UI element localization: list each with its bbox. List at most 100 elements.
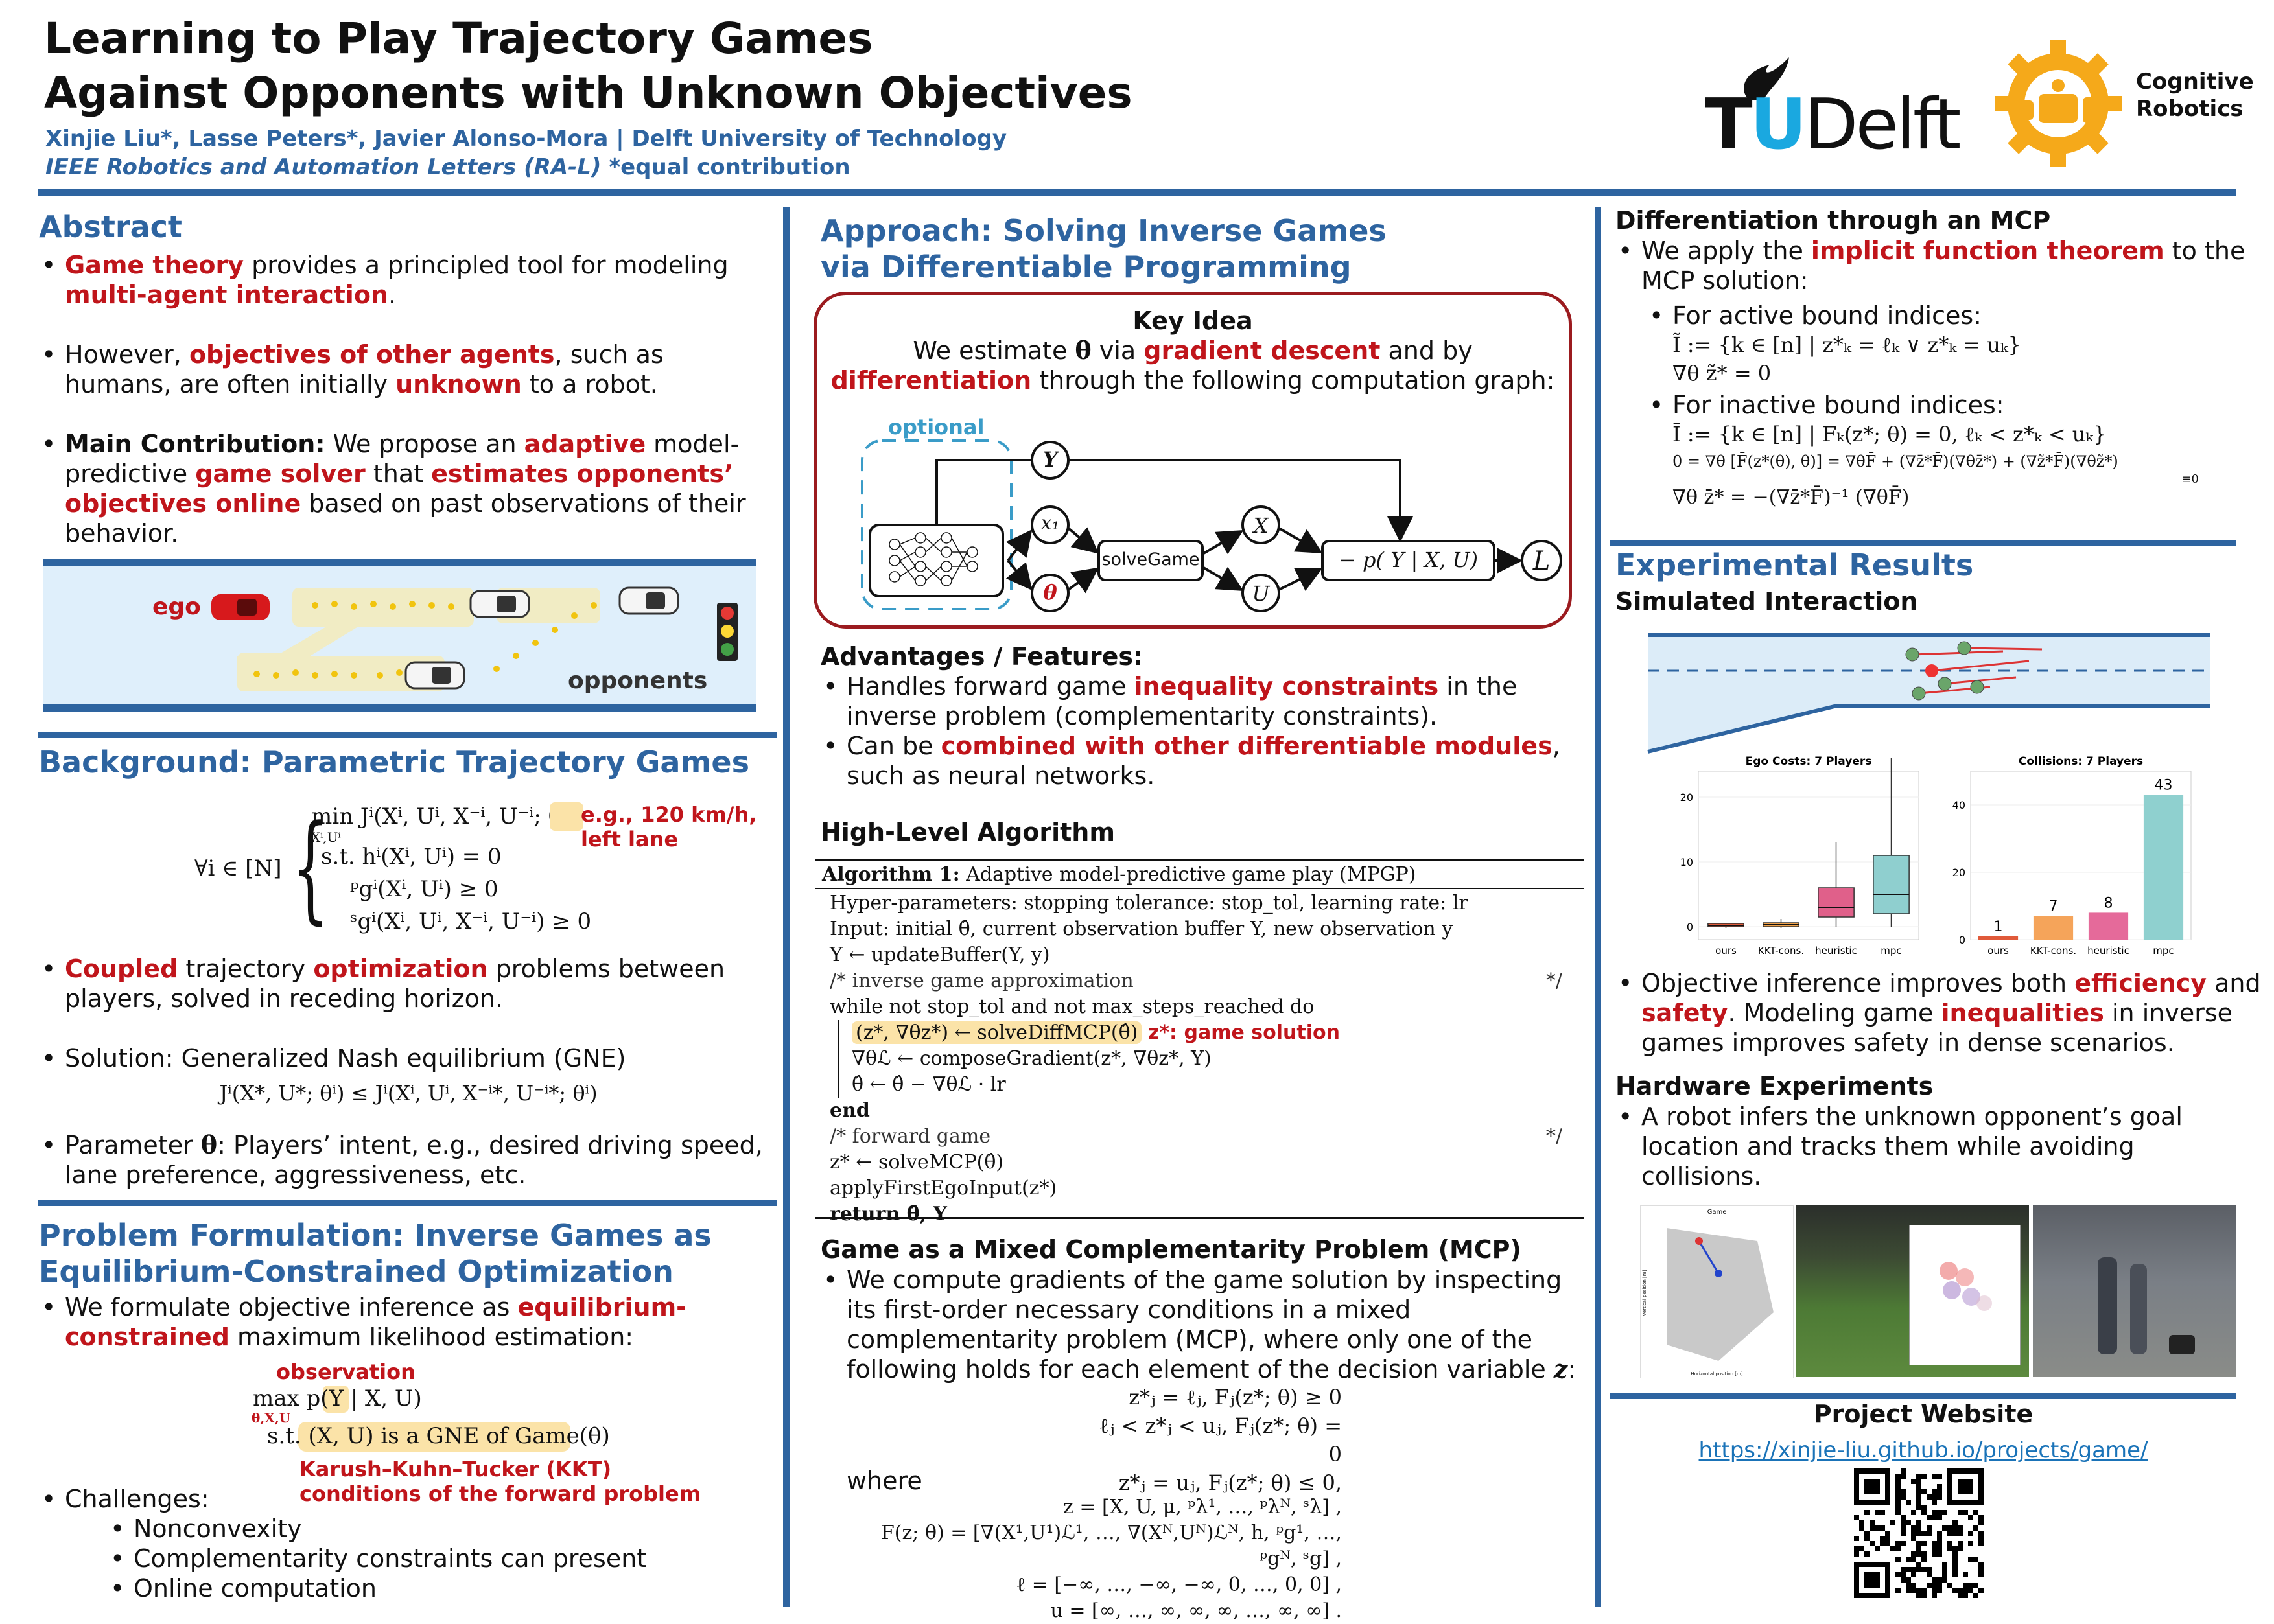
x-tick-label: KKT-cons. <box>2030 945 2076 957</box>
logo-u: U <box>1750 84 1807 165</box>
algo-line-13: return θ̂, Y <box>830 1203 947 1225</box>
mcp-conditions: z*ⱼ = ℓⱼ, Fⱼ(z*; θ) ≥ 0 ℓⱼ < z*ⱼ < uⱼ, F… <box>1089 1383 1342 1497</box>
node-l: L <box>1532 546 1551 576</box>
qr-code-icon[interactable] <box>1854 1468 1984 1598</box>
algo-caption: Algorithm 1: Adaptive model-predictive g… <box>822 863 1416 886</box>
box <box>1818 887 1855 918</box>
algorithm-body: Hyper-parameters: stopping tolerance: st… <box>830 890 1582 1227</box>
website-heading: Project Website <box>1813 1400 2034 1428</box>
mcp-condition-2: ℓⱼ < z*ⱼ < uⱼ, Fⱼ(z*; θ) = 0 <box>1099 1413 1342 1467</box>
ift-under-annotation: ≡0 <box>2181 472 2199 486</box>
observation-label: observation <box>276 1360 416 1384</box>
x-tick-label: ours <box>1715 945 1737 957</box>
algo-line-5: while not stop_tol and not max_steps_rea… <box>830 995 1315 1018</box>
results-bullet: Objective inference improves both effici… <box>1618 968 2264 1058</box>
key-idea-title: Key Idea <box>1132 307 1253 335</box>
observation-highlight <box>323 1386 349 1413</box>
background-body: Coupled trajectory optimization problems… <box>39 954 778 1220</box>
logo-delft: Delft <box>1804 84 1961 165</box>
inactive-bound-label: For inactive bound indices: <box>1649 390 2264 420</box>
node-x: X <box>1253 513 1269 538</box>
algo-line-9: end <box>830 1099 870 1122</box>
gne-constraint-highlight <box>298 1422 570 1452</box>
algo-line-10: /* forward game*/ <box>830 1125 1562 1148</box>
abstract-bullet-1: Game theory provides a principled tool f… <box>41 250 778 310</box>
y-tick-label: 40 <box>1952 799 1965 811</box>
mcp-bullet: We compute gradients of the game solutio… <box>823 1265 1586 1384</box>
driving-scene-illustration <box>43 559 756 712</box>
opponent-car-icon <box>404 586 679 690</box>
gne-equation: Jⁱ(X*, U*; θⁱ) ≤ Jⁱ(Xⁱ, Uⁱ, X⁻ⁱ*, U⁻ⁱ*; … <box>219 1081 598 1106</box>
abstract-heading: Abstract <box>39 209 182 244</box>
node-solvegame: solveGame <box>1101 550 1200 570</box>
column-divider-2 <box>1595 207 1601 1607</box>
inactive-bound-eq: Ī := {k ∈ [n] | Fₖ(z*; θ) = 0, ℓₖ < z*ₖ … <box>1672 422 2107 447</box>
algorithm-heading: High-Level Algorithm <box>821 818 1115 846</box>
algo-rule-top <box>815 859 1584 861</box>
ml-objective: max p(Y | X, U) <box>253 1386 422 1411</box>
equal-contribution: *equal contribution <box>609 154 850 180</box>
trajectory-game-equation: ∀i ∈ [N] { min Jⁱ(Xⁱ, Uⁱ, X⁻ⁱ, U⁻ⁱ; θⁱ) … <box>194 800 592 936</box>
algo-line-6: (z*, ∇θz*) ← solveDiffMCP(θ̂) z*: game s… <box>852 1020 1582 1046</box>
key-idea-text: Key Idea We estimate θ via gradient desc… <box>817 306 1569 395</box>
simulated-heading: Simulated Interaction <box>1615 587 1918 616</box>
diff-heading: Differentiation through an MCP <box>1615 206 2051 235</box>
parameter-annotation: e.g., 120 km/h, left lane <box>581 802 757 852</box>
title-line-2: Against Opponents with Unknown Objective… <box>44 68 1132 118</box>
hardware-bullet: A robot infers the unknown opponent’s go… <box>1618 1102 2238 1191</box>
background-bullet-1: Coupled trajectory optimization problems… <box>41 954 778 1014</box>
venue: IEEE Robotics and Automation Letters (RA… <box>45 154 602 180</box>
y-tick-label: 0 <box>1959 934 1965 946</box>
challenge-1: Nonconvexity <box>110 1514 778 1544</box>
active-bound-label: For active bound indices: <box>1649 301 2264 331</box>
chart-title: Collisions: 7 Players <box>2019 755 2143 768</box>
simulation-road-figure <box>1647 633 2210 754</box>
algo-line-7: ∇θℒ ← composeGradient(z*, ∇θz*, Y) <box>852 1047 1212 1070</box>
game-plot-xlabel: Horizontal position [m] <box>1691 1371 1743 1376</box>
mcp-condition-1: z*ⱼ = ℓⱼ, Fⱼ(z*; θ) ≥ 0 <box>1129 1385 1342 1409</box>
results-heading: Experimental Results <box>1615 548 1974 583</box>
lab-photo <box>1796 1205 2029 1377</box>
ego-label: ego <box>152 594 201 620</box>
section-divider <box>38 1200 777 1206</box>
challenge-3: Online computation <box>110 1573 778 1603</box>
x-tick-label: KKT-cons. <box>1758 945 1804 957</box>
website-link[interactable]: https://xinjie-liu.github.io/projects/ga… <box>1698 1437 2148 1463</box>
flame-icon <box>1744 57 1789 100</box>
algo-line-1: Hyper-parameters: stopping tolerance: st… <box>830 892 1468 914</box>
algo-rule-mid <box>815 888 1584 889</box>
column-divider-1 <box>783 207 790 1607</box>
diff-bullet: We apply the implicit function theorem t… <box>1618 236 2264 296</box>
game-plot-ylabel: Vertical position [m] <box>1642 1270 1647 1316</box>
algo-line-11: z* ← solveMCP(θ̂) <box>830 1151 1004 1174</box>
game-plot-image: Game Horizontal position [m] Vertical po… <box>1640 1205 1794 1378</box>
x-tick-label: heuristic <box>2087 945 2129 957</box>
section-divider <box>1610 1393 2236 1399</box>
section-divider <box>1610 540 2236 546</box>
algo-line-3: Y ← updateBuffer(Y, y) <box>830 944 1050 966</box>
algo-line-4: /* inverse game approximation*/ <box>830 969 1562 992</box>
traffic-light-icon <box>717 603 738 661</box>
problem-bullet-1: We formulate objective inference as equi… <box>41 1292 778 1352</box>
diff-body: We apply the implicit function theorem t… <box>1615 236 2264 511</box>
challenges-label: Challenges: <box>41 1484 778 1514</box>
authors: Xinjie Liu*, Lasse Peters*, Javier Alons… <box>45 126 1007 152</box>
collisions-chart: Collisions: 7 Players020401ours7KKT-cons… <box>1952 755 2192 957</box>
y-tick-label: 10 <box>1680 856 1693 868</box>
x-tick-label: mpc <box>2153 945 2174 957</box>
tudelft-logo: TUDelft <box>1705 52 1964 165</box>
y-tick-label: 20 <box>1680 791 1693 804</box>
mcp-condition-3: z*ⱼ = uⱼ, Fⱼ(z*; θ) ≤ 0, <box>1118 1470 1342 1495</box>
advantages-heading: Advantages / Features: <box>821 642 1143 671</box>
node-theta: θ <box>1043 580 1057 605</box>
problem-body: We formulate objective inference as equi… <box>39 1292 778 1352</box>
background-bullet-3: Parameter θ: Players’ intent, e.g., desi… <box>41 1130 778 1190</box>
results-body: Objective inference improves both effici… <box>1615 968 2264 1058</box>
optional-label: optional <box>888 415 985 439</box>
poster-title: Learning to Play Trajectory Games Agains… <box>44 12 1132 121</box>
x-tick-label: ours <box>1987 945 2009 957</box>
algo-line-2: Input: initial θ̂, current observation b… <box>830 918 1453 940</box>
algo-line-12: applyFirstEgoInput(z*) <box>830 1177 1057 1200</box>
ift-solution: ∇θ z̄* = −(∇z̄*F̄)⁻¹ (∇θF̄) <box>1672 486 1910 509</box>
